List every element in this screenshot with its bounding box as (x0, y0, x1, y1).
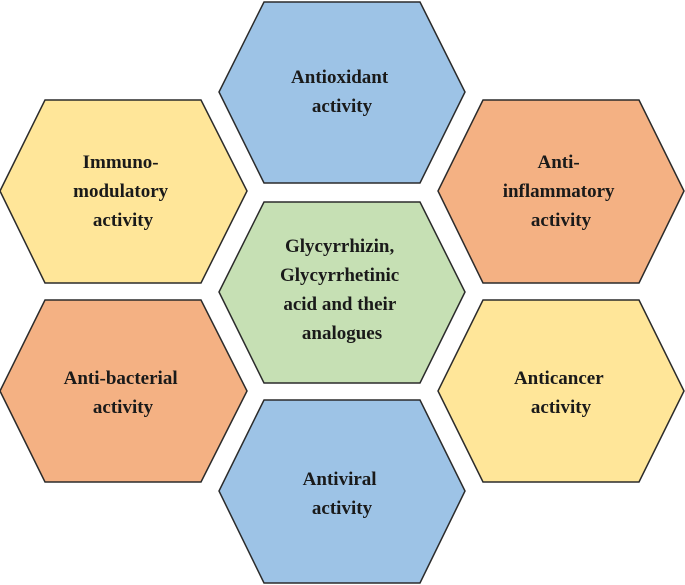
label-line: acid and their (283, 294, 397, 315)
label-line: activity (93, 397, 154, 418)
hex-anticancer-label: Anticancer activity (514, 368, 608, 418)
hex-glycyrrhizin-label: Glycyrrhizin, Glycyrrhetinic acid and th… (280, 236, 404, 344)
label-line: activity (531, 210, 592, 231)
hex-glycyrrhizin: Glycyrrhizin, Glycyrrhetinic acid and th… (218, 201, 466, 384)
label-line: Antiviral (303, 469, 377, 490)
hex-anti-inflammatory-label: Anti- inflammatory activity (503, 152, 620, 231)
label-line: activity (312, 96, 373, 117)
label-line: Antioxidant (291, 67, 389, 88)
hex-anti-bacterial-label: Anti-bacterial activity (64, 368, 183, 418)
label-line: modulatory (73, 181, 169, 202)
hex-anticancer: Anticancer activity (437, 299, 685, 483)
hex-anti-bacterial: Anti-bacterial activity (0, 299, 248, 483)
label-line: activity (531, 397, 592, 418)
hex-anti-inflammatory-shape (437, 99, 685, 284)
label-line: Immuno- (83, 152, 159, 173)
hex-antiviral: Antiviral activity (218, 399, 466, 584)
hex-antioxidant-label: Antioxidant activity (291, 67, 393, 117)
hex-immunomodulatory-label: Immuno- modulatory activity (73, 152, 173, 231)
label-line: Anti-bacterial (64, 368, 178, 389)
label-line: Glycyrrhizin, (285, 236, 394, 257)
label-line: Anti- (538, 152, 580, 173)
hex-anticancer-shape (437, 299, 685, 483)
hex-immunomodulatory: Immuno- modulatory activity (0, 99, 248, 284)
hex-anti-inflammatory: Anti- inflammatory activity (437, 99, 685, 284)
hex-antioxidant-shape (218, 1, 466, 184)
hex-immunomodulatory-shape (0, 99, 248, 284)
label-line: Anticancer (514, 368, 604, 389)
hex-anti-bacterial-shape (0, 299, 248, 483)
label-line: inflammatory (503, 181, 615, 202)
hex-antiviral-label: Antiviral activity (303, 469, 382, 519)
hex-antioxidant: Antioxidant activity (218, 1, 466, 184)
label-line: analogues (302, 323, 382, 344)
hex-glycyrrhizin-shape (218, 201, 466, 384)
label-line: Glycyrrhetinic (280, 265, 399, 286)
label-line: activity (312, 498, 373, 519)
hex-antiviral-shape (218, 399, 466, 584)
label-line: activity (93, 210, 154, 231)
